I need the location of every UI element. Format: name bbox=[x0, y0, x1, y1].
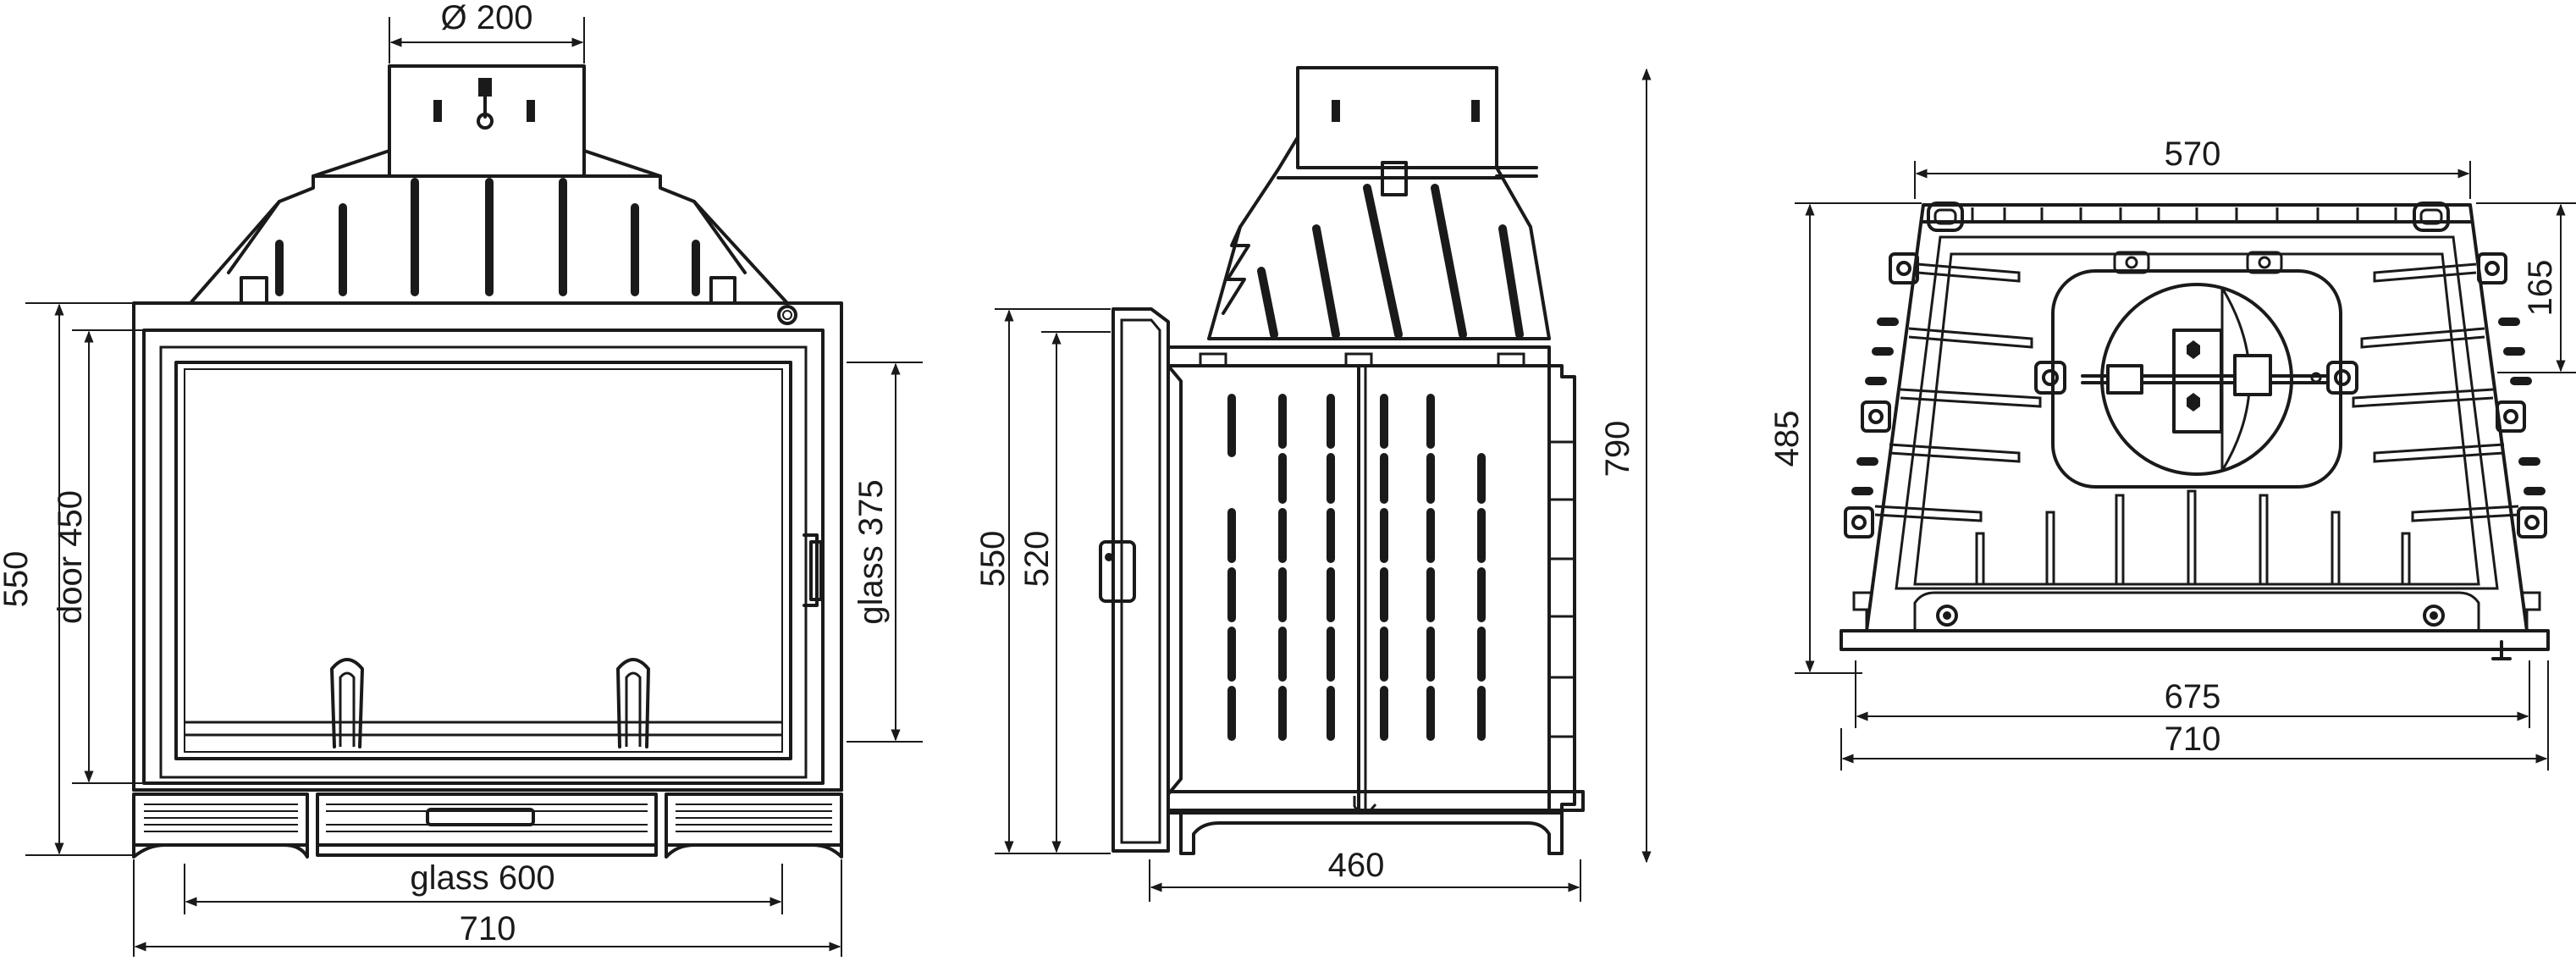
front-view: Ø 200 550 door 450 glass 375 glass 600 7… bbox=[0, 0, 923, 957]
top-offset-label: 165 bbox=[2522, 260, 2559, 317]
top-view: 570 165 485 675 710 bbox=[1768, 135, 2576, 770]
hood-inner-left bbox=[227, 200, 281, 274]
top-base-front bbox=[1840, 629, 2550, 651]
hood-left bbox=[189, 174, 662, 305]
door-handle[interactable] bbox=[803, 533, 819, 607]
front-frame bbox=[132, 301, 843, 792]
side-total-height-label: 790 bbox=[1599, 421, 1636, 478]
hood-right bbox=[659, 174, 789, 305]
flue-plate bbox=[2051, 269, 2342, 489]
side-height-outer-label: 550 bbox=[974, 531, 1012, 588]
side-height-inner-label: 520 bbox=[1018, 531, 1056, 588]
vent-left bbox=[132, 793, 309, 847]
side-depth-label: 460 bbox=[1328, 847, 1385, 884]
vent-right bbox=[665, 793, 843, 847]
top-side-bolts bbox=[1844, 252, 2547, 538]
damper-handle bbox=[478, 78, 492, 97]
side-feet bbox=[1179, 809, 1564, 855]
side-base-plate bbox=[1167, 790, 1585, 812]
hood-top bbox=[312, 149, 662, 178]
top-depth-label: 485 bbox=[1768, 411, 1806, 467]
flue-diameter-label: Ø 200 bbox=[441, 0, 533, 36]
hood-ribs bbox=[275, 178, 700, 296]
front-height-label: 550 bbox=[0, 551, 35, 608]
top-rails bbox=[1874, 262, 2519, 522]
side-hood bbox=[1207, 135, 1551, 340]
top-tab bbox=[709, 276, 736, 305]
top-width-label: 570 bbox=[2165, 135, 2221, 173]
side-hood-ribs bbox=[1257, 184, 1524, 339]
side-rear-rib bbox=[1547, 364, 1576, 815]
ash-drawer-handle[interactable] bbox=[426, 808, 535, 826]
collar-slot bbox=[433, 100, 442, 122]
hood-inner-right bbox=[692, 200, 747, 274]
top-inner-width-label: 675 bbox=[2165, 678, 2221, 715]
door-inner-frame bbox=[159, 345, 808, 779]
door-height-label: door 450 bbox=[52, 490, 89, 624]
front-width-label: 710 bbox=[460, 910, 516, 947]
front-dimensions bbox=[25, 17, 923, 957]
top-comb bbox=[1922, 207, 2472, 224]
top-posts bbox=[1975, 489, 2411, 586]
top-dimensions bbox=[1795, 161, 2576, 770]
ash-drawer[interactable] bbox=[316, 793, 658, 847]
side-flue-collar bbox=[1296, 66, 1498, 169]
side-dimensions bbox=[995, 68, 1652, 902]
damper-knob bbox=[477, 113, 494, 130]
flue-opening bbox=[2100, 283, 2293, 476]
side-slots bbox=[1227, 394, 1486, 741]
glass-width-label: glass 600 bbox=[410, 859, 554, 897]
collar-slot bbox=[527, 100, 535, 122]
corner-bolt bbox=[777, 305, 797, 325]
glass-pane bbox=[174, 361, 792, 760]
top-outer-width-label: 710 bbox=[2165, 721, 2221, 758]
top-side-pins bbox=[1851, 318, 2546, 495]
andiron-left bbox=[330, 658, 364, 748]
door-frame bbox=[142, 329, 825, 785]
side-door-handle[interactable] bbox=[1099, 540, 1136, 603]
andiron-right bbox=[616, 658, 650, 748]
side-view: 550 520 460 790 bbox=[974, 66, 1652, 902]
hood-steps bbox=[1222, 225, 1250, 315]
glass-height-label: glass 375 bbox=[852, 479, 890, 624]
top-tab bbox=[240, 276, 268, 305]
side-door bbox=[1111, 307, 1170, 853]
